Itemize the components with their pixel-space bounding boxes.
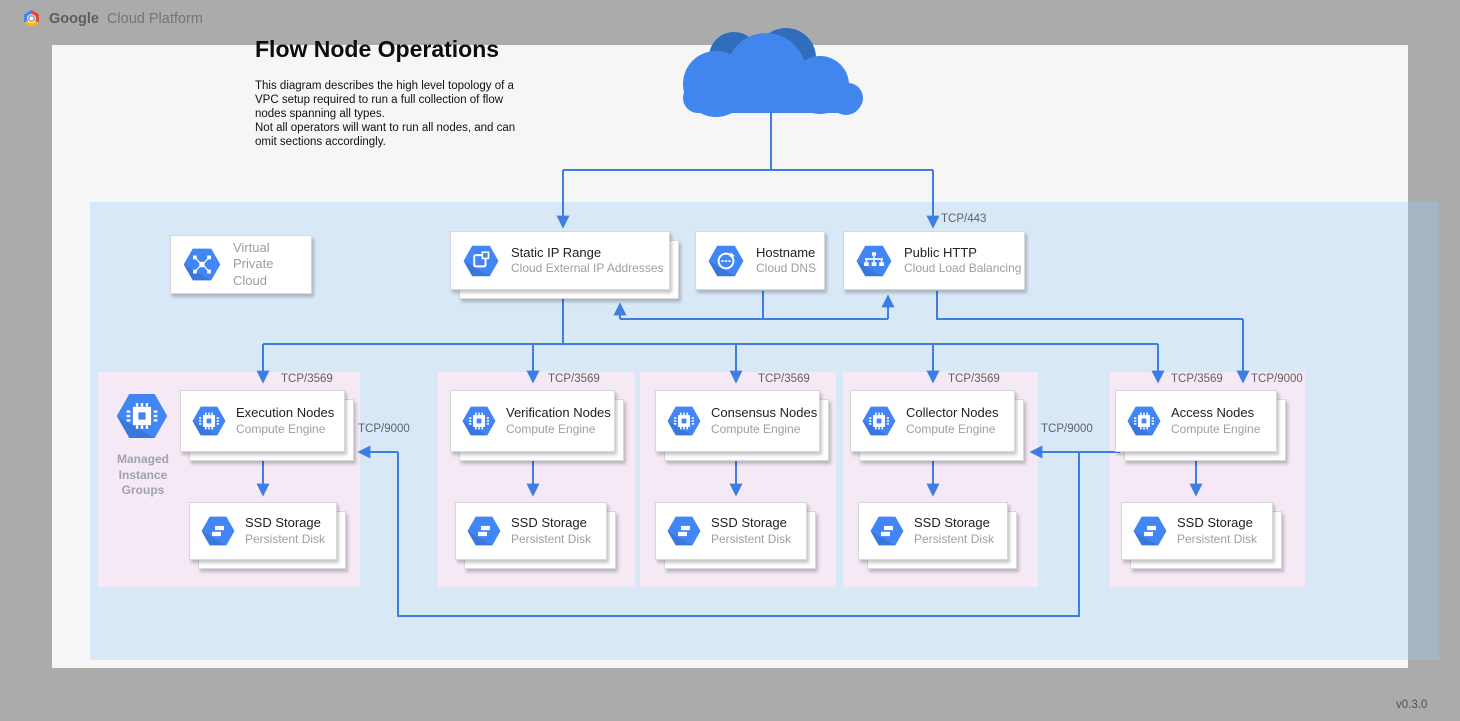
hostname-title: Hostname (756, 244, 816, 260)
persistent-disk-icon (870, 516, 904, 546)
vpc-icon (183, 248, 221, 281)
vpc-title: Virtual Private Cloud (232, 240, 274, 288)
disk-subtitle: Persistent Disk (914, 531, 995, 546)
port-label-verification-in: TCP/3569 (548, 373, 600, 385)
compute-engine-icon (1127, 406, 1161, 436)
execution-ssd-card: SSD Storage Persistent Disk (189, 502, 337, 560)
load-balancer-icon (856, 245, 892, 277)
virtual-private-cloud-card: Virtual Private Cloud (170, 235, 312, 294)
brand-google: Google (49, 10, 99, 27)
disk-title: SSD Storage (511, 515, 587, 531)
node-subtitle: Compute Engine (711, 421, 801, 436)
persistent-disk-icon (1133, 516, 1167, 546)
disk-subtitle: Persistent Disk (711, 531, 792, 546)
public-http-card: Public HTTP Cloud Load Balancing (843, 231, 1025, 290)
hostname-subtitle: Cloud DNS (756, 261, 817, 276)
port-label-https: TCP/443 (941, 213, 987, 225)
node-title: Execution Nodes (236, 405, 335, 421)
port-label-access-in: TCP/3569 (1171, 373, 1223, 385)
port-label-consensus-in: TCP/3569 (758, 373, 810, 385)
persistent-disk-icon (467, 516, 501, 546)
static-ip-subtitle: Cloud External IP Addresses (511, 261, 664, 276)
node-subtitle: Compute Engine (236, 421, 326, 436)
consensus-nodes-card: Consensus Nodes Compute Engine (655, 390, 820, 452)
node-subtitle: Compute Engine (906, 421, 996, 436)
disk-title: SSD Storage (914, 515, 990, 531)
managed-instance-groups-icon (116, 393, 168, 439)
port-label-execution-in: TCP/3569 (281, 373, 333, 385)
node-title: Consensus Nodes (711, 405, 818, 421)
port-label-collector-peer: TCP/9000 (1041, 423, 1093, 435)
persistent-disk-icon (201, 516, 235, 546)
node-subtitle: Compute Engine (506, 421, 596, 436)
disk-title: SSD Storage (711, 515, 787, 531)
port-label-access-in2: TCP/9000 (1251, 373, 1303, 385)
compute-engine-icon (862, 406, 896, 436)
execution-nodes-card: Execution Nodes Compute Engine (180, 390, 345, 452)
collector-ssd-card: SSD Storage Persistent Disk (858, 502, 1008, 560)
access-ssd-card: SSD Storage Persistent Disk (1121, 502, 1273, 560)
public-http-subtitle: Cloud Load Balancing (904, 261, 1022, 276)
disk-subtitle: Persistent Disk (245, 531, 326, 546)
node-title: Collector Nodes (906, 405, 999, 421)
header-brand: Google Cloud Platform (22, 9, 203, 28)
public-http-title: Public HTTP (904, 244, 977, 260)
verification-nodes-card: Verification Nodes Compute Engine (450, 390, 615, 452)
gcp-logo-icon (24, 9, 39, 28)
brand-cloud-platform: Cloud Platform (106, 10, 203, 27)
hostname-card: Hostname Cloud DNS (695, 231, 825, 290)
disk-subtitle: Persistent Disk (1177, 531, 1258, 546)
node-title: Access Nodes (1171, 405, 1255, 421)
verification-ssd-card: SSD Storage Persistent Disk (455, 502, 607, 560)
disk-title: SSD Storage (1177, 515, 1253, 531)
page-title: Flow Node Operations (255, 36, 500, 62)
version-label: v0.3.0 (1396, 699, 1428, 711)
compute-engine-icon (192, 406, 226, 436)
page-description: This diagram describes the high level to… (255, 80, 516, 149)
disk-title: SSD Storage (245, 515, 321, 531)
compute-engine-icon (462, 406, 496, 436)
collector-nodes-card: Collector Nodes Compute Engine (850, 390, 1015, 452)
static-ip-title: Static IP Range (511, 244, 602, 260)
compute-engine-icon (667, 406, 701, 436)
node-title: Verification Nodes (506, 405, 611, 421)
disk-subtitle: Persistent Disk (511, 531, 592, 546)
node-subtitle: Compute Engine (1171, 421, 1261, 436)
managed-instance-groups-label: Managed Instance Groups (116, 452, 169, 498)
static-ip-card: Static IP Range Cloud External IP Addres… (450, 231, 670, 290)
persistent-disk-icon (667, 516, 701, 546)
port-label-collector-in: TCP/3569 (948, 373, 1000, 385)
consensus-ssd-card: SSD Storage Persistent Disk (655, 502, 807, 560)
external-ip-icon (463, 245, 499, 277)
port-label-execution-peer: TCP/9000 (358, 423, 410, 435)
access-nodes-card: Access Nodes Compute Engine (1115, 390, 1277, 452)
dns-icon (708, 245, 744, 277)
